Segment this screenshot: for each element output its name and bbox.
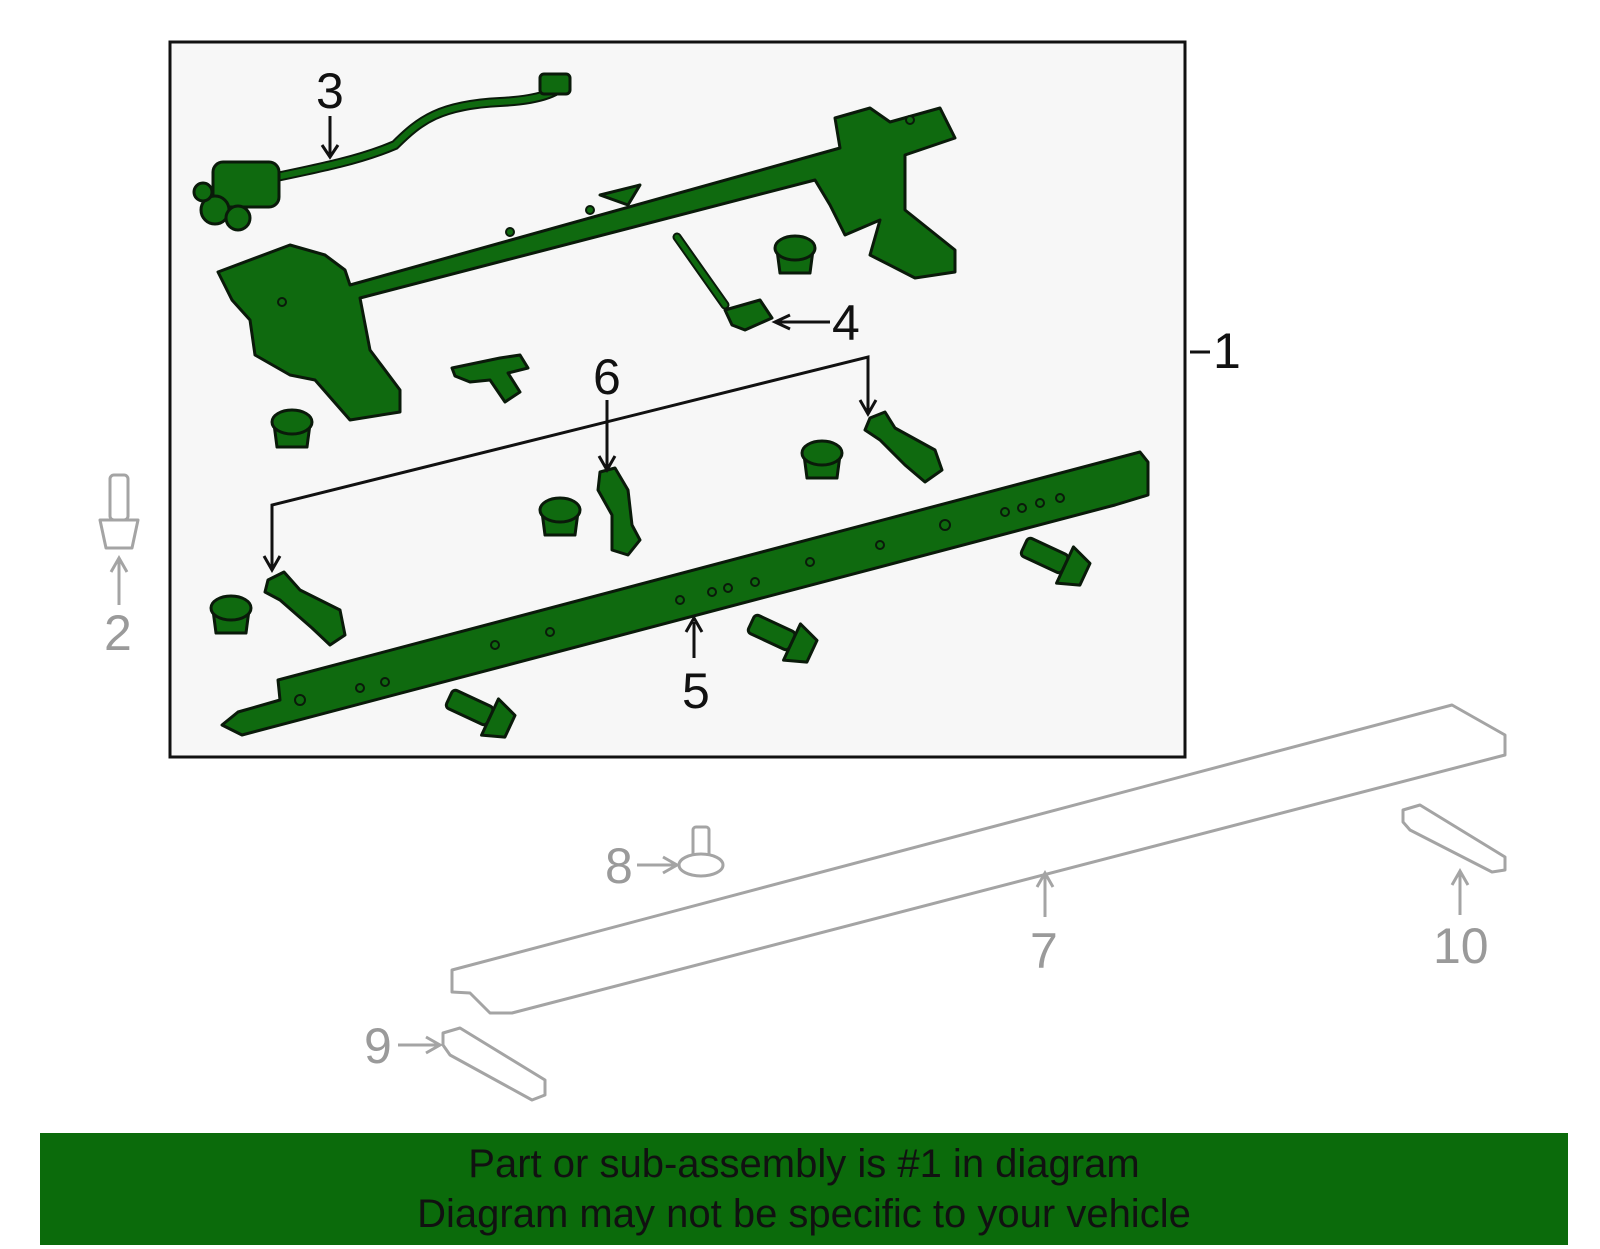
nut-part[interactable]: [538, 496, 582, 537]
rail-part[interactable]: [220, 450, 1150, 737]
bolt-part[interactable]: [441, 680, 519, 745]
banner-line-1: Part or sub-assembly is #1 in diagram: [468, 1142, 1140, 1186]
nut-part[interactable]: [800, 439, 844, 480]
side-step-ghost-part: [450, 703, 1507, 1015]
callout-8: 8: [605, 838, 633, 894]
support-bracket-part[interactable]: [596, 466, 642, 557]
wire-harness-part[interactable]: [192, 72, 572, 232]
callout-4: 4: [832, 295, 860, 351]
bolt-ghost-8: [677, 825, 725, 878]
support-bracket-part[interactable]: [863, 410, 944, 484]
small-bracket-part[interactable]: [450, 353, 530, 404]
callout-5: 5: [682, 663, 710, 719]
seat-track-frame-part[interactable]: [216, 106, 957, 422]
callout-1: 1: [1213, 323, 1241, 379]
callout-9: 9: [364, 1018, 392, 1074]
end-cap-ghost-9: [441, 1026, 547, 1102]
release-cable-part[interactable]: [672, 232, 774, 332]
notice-banner: Part or sub-assembly is #1 in diagram Di…: [40, 1133, 1568, 1245]
banner-line-2: Diagram may not be specific to your vehi…: [417, 1192, 1191, 1236]
nut-part[interactable]: [209, 594, 253, 635]
callout-2: 2: [104, 605, 132, 661]
end-cap-ghost-10: [1401, 803, 1507, 874]
callout-7: 7: [1030, 923, 1058, 979]
callout-6: 6: [593, 349, 621, 405]
support-bracket-part[interactable]: [263, 570, 347, 647]
assembly-box: [168, 40, 1187, 759]
nut-part[interactable]: [270, 408, 314, 449]
bolt-ghost-2: [98, 473, 140, 550]
callout-10: 10: [1433, 918, 1489, 974]
callout-3: 3: [316, 63, 344, 119]
bolt-part[interactable]: [743, 605, 821, 670]
nut-part[interactable]: [773, 234, 817, 275]
bolt-part[interactable]: [1016, 528, 1094, 593]
